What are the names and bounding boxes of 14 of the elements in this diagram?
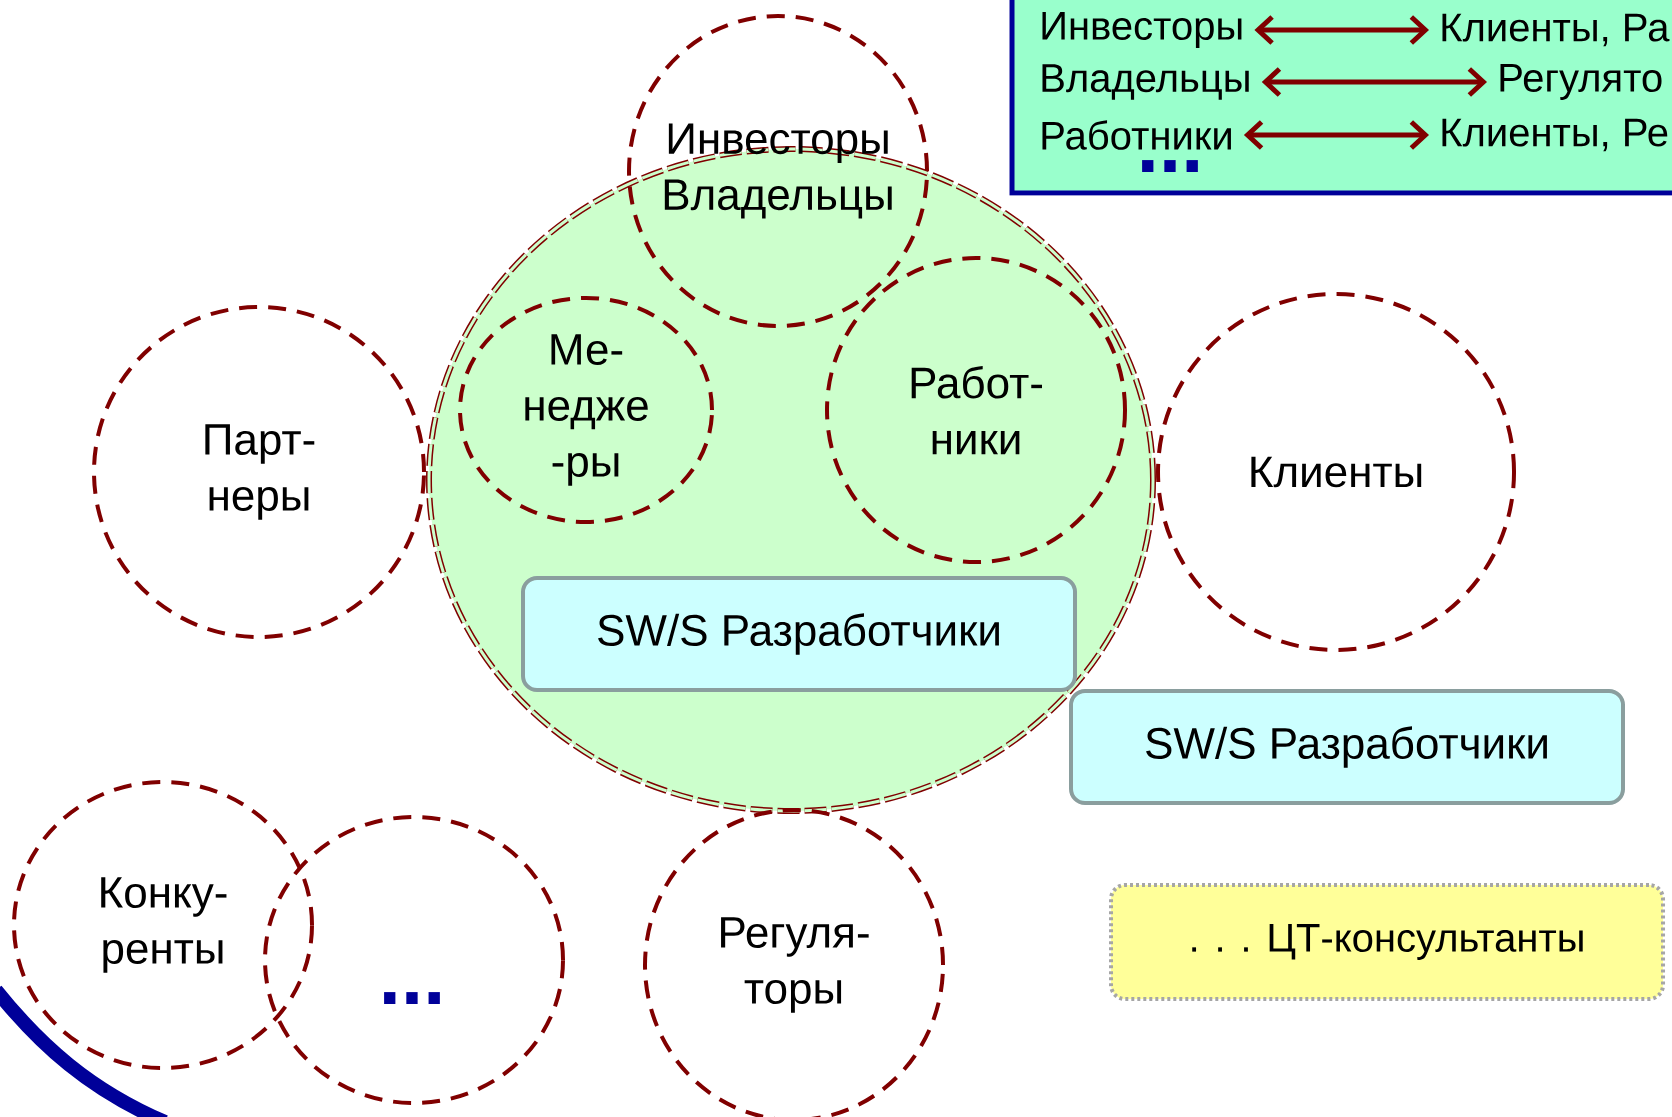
double-arrow <box>1243 120 1429 150</box>
double-arrow <box>1261 67 1488 97</box>
rounded-box: SW/S Разработчики <box>1069 689 1625 805</box>
double-arrow <box>1254 15 1429 45</box>
label-text: Клиенты, Ра <box>1442 13 1670 47</box>
label-text: Инвесторы <box>1042 12 1242 48</box>
ellipsis: ... <box>384 992 440 1004</box>
dotted-box: . . . ЦТ-консультанты <box>1109 883 1665 1001</box>
label-text: Клиенты, Ре <box>1442 118 1668 152</box>
label-text: Работники <box>1042 120 1231 150</box>
ellipsis: ... <box>1142 160 1198 172</box>
label-text: Регулято <box>1500 64 1662 100</box>
rounded-box: SW/S Разработчики <box>521 576 1077 692</box>
label-text: Владельцы <box>1042 64 1249 100</box>
